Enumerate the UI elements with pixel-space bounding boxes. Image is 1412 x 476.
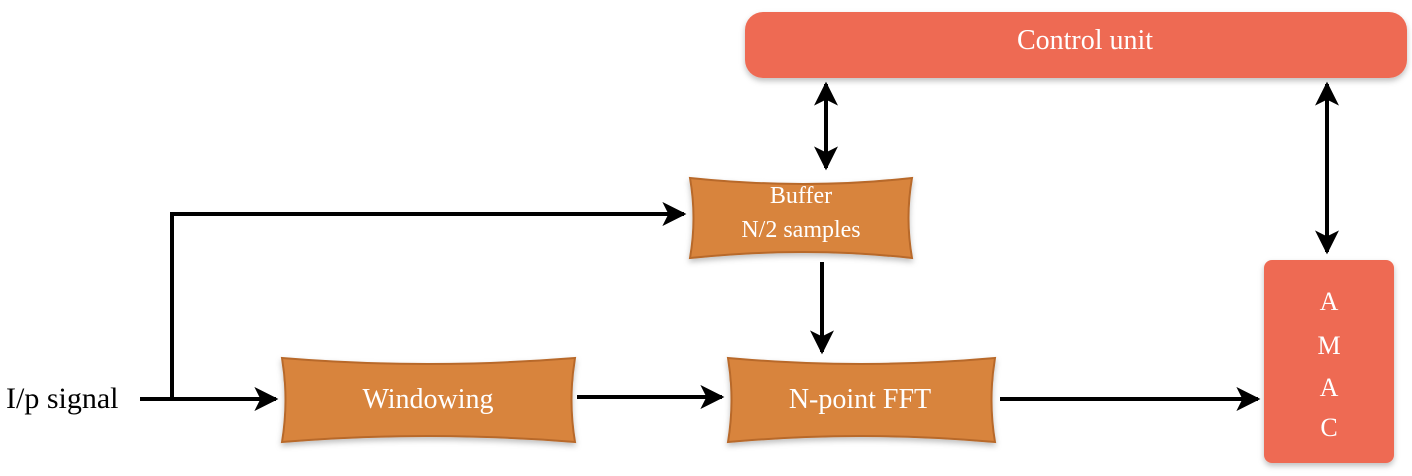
windowing-block[interactable]: Windowing bbox=[280, 356, 577, 444]
control-unit-label: Control unit bbox=[1017, 25, 1153, 56]
connectors bbox=[140, 81, 1339, 411]
input-to-buffer-arrow bbox=[170, 202, 687, 399]
control-unit-block[interactable]: Control unit bbox=[745, 12, 1407, 78]
windowing-box bbox=[280, 356, 577, 444]
control-unit-box bbox=[745, 12, 1407, 78]
fft-block[interactable]: N-point FFT bbox=[726, 356, 997, 444]
fft-box bbox=[726, 356, 997, 444]
buffer-block[interactable]: Buffer N/2 samples bbox=[688, 176, 914, 260]
amac-box bbox=[1264, 260, 1394, 463]
amac-letter-3: A bbox=[1320, 373, 1339, 402]
amac-letter-4: C bbox=[1320, 413, 1337, 442]
fft-label: N-point FFT bbox=[789, 384, 931, 415]
windowing-label: Windowing bbox=[362, 384, 493, 415]
buffer-box bbox=[688, 176, 914, 260]
input-signal-label: I/p signal bbox=[6, 382, 119, 415]
amac-letter-2: M bbox=[1317, 331, 1340, 360]
amac-letter-1: A bbox=[1320, 287, 1339, 316]
buffer-label-line1: Buffer bbox=[770, 183, 832, 209]
buffer-label-line2: N/2 samples bbox=[741, 217, 860, 243]
amac-block[interactable]: A M A C bbox=[1264, 260, 1394, 463]
